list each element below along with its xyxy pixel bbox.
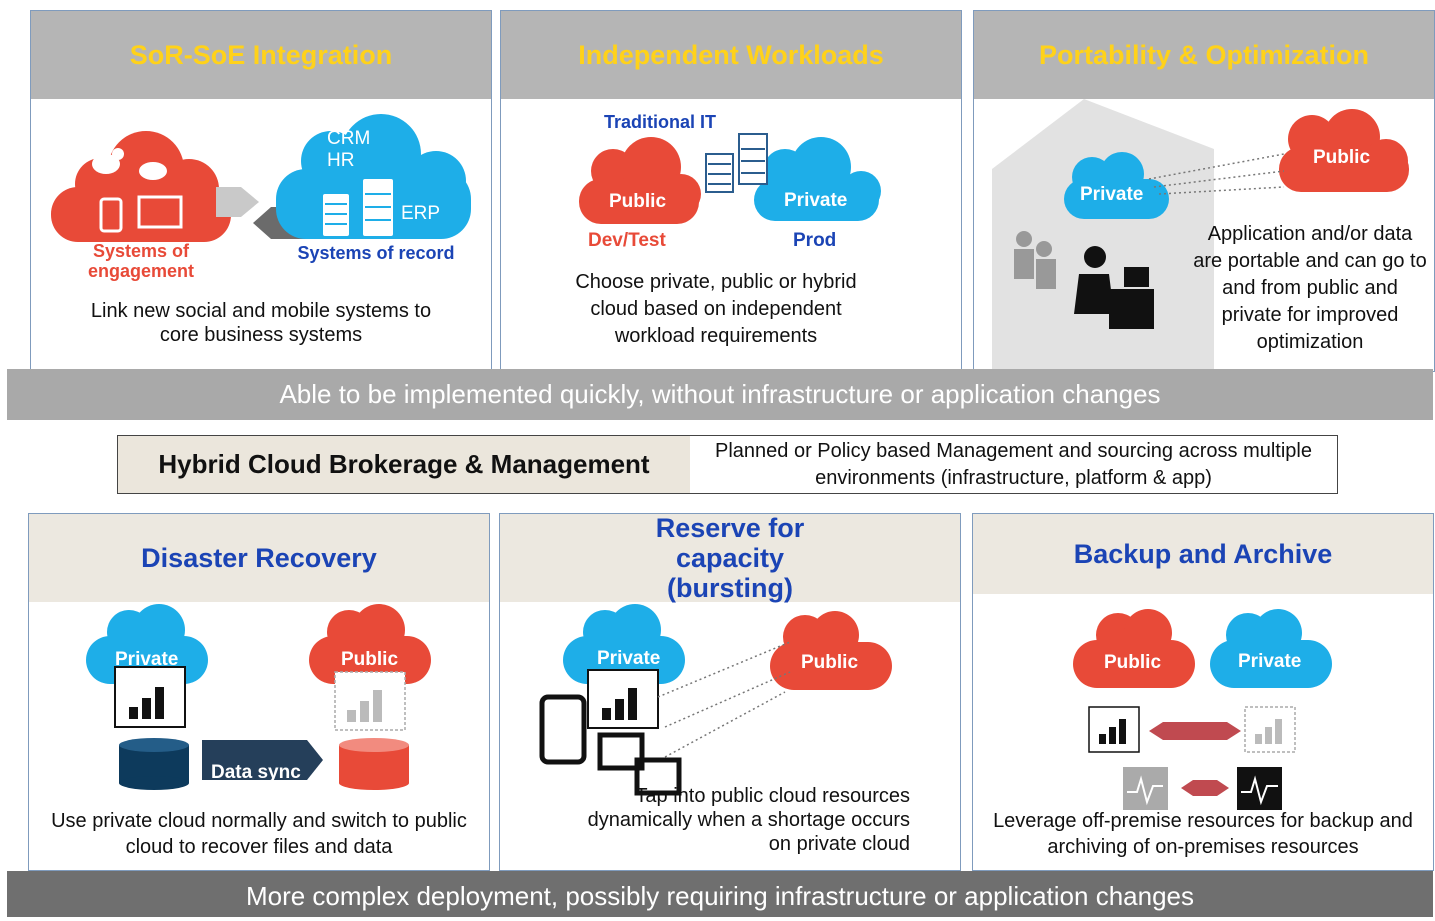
private-label: Private bbox=[1238, 651, 1302, 672]
arrow-double-icon bbox=[1149, 722, 1241, 740]
monitor-icon bbox=[597, 732, 682, 796]
arrow-right-icon bbox=[216, 187, 259, 217]
person-desk-icon bbox=[1074, 246, 1154, 329]
monitor-icon bbox=[1237, 767, 1282, 810]
traditional-it-label: Traditional IT bbox=[604, 112, 717, 132]
panel-description: Leverage off-premise resources for backu… bbox=[993, 810, 1413, 858]
monitor-faded-icon bbox=[1123, 767, 1168, 810]
workloads-illustration bbox=[579, 133, 881, 224]
private-cloud-icon bbox=[1210, 609, 1332, 688]
bird-icon bbox=[92, 148, 124, 174]
panel-body: Private Public Data sync Use private clo… bbox=[29, 602, 489, 870]
private-label: Private bbox=[784, 190, 848, 211]
private-cloud-icon bbox=[1064, 152, 1169, 219]
panel-title: Independent Workloads bbox=[501, 11, 961, 99]
panel-description: Application and/or data are portable and… bbox=[1193, 223, 1427, 353]
sync-arrow-icon bbox=[202, 740, 323, 780]
broker-description: Planned or Policy based Management and s… bbox=[714, 440, 1312, 489]
panel-body: Traditional IT Public Private Dev/Test P… bbox=[501, 99, 961, 371]
dr-illustration bbox=[86, 604, 431, 790]
panel-disaster-recovery: Disaster Recovery Private Public Data sy… bbox=[28, 513, 490, 871]
panel-title: SoR-SoE Integration bbox=[31, 11, 491, 99]
banner-top: Able to be implemented quickly, without … bbox=[7, 369, 1433, 420]
erp-label: ERP bbox=[401, 203, 441, 224]
private-cloud-icon bbox=[754, 137, 881, 221]
bursting-illustration bbox=[539, 604, 892, 796]
database-public-icon bbox=[339, 738, 409, 790]
soe-cloud-icon bbox=[51, 131, 231, 242]
chart-faded-icon bbox=[1244, 706, 1296, 753]
panel-body: CRM HR ERP Systems of engagement Systems… bbox=[31, 99, 491, 371]
banner-bottom: More complex deployment, possibly requir… bbox=[7, 871, 1433, 917]
private-label: Private bbox=[1080, 184, 1144, 205]
public-cloud-icon bbox=[579, 137, 701, 224]
sor-label: Systems of record bbox=[297, 243, 455, 263]
panel-backup-archive: Backup and Archive Public Private Levera… bbox=[972, 513, 1434, 871]
panel-sor-soe: SoR-SoE Integration CR bbox=[30, 10, 492, 372]
portability-illustration bbox=[992, 99, 1409, 371]
database-private-icon bbox=[119, 738, 189, 790]
backup-illustration bbox=[1073, 609, 1332, 810]
building-icon bbox=[992, 99, 1214, 371]
panel-title: Portability & Optimization bbox=[974, 11, 1434, 99]
broker-title: Hybrid Cloud Brokerage & Management bbox=[118, 436, 690, 493]
public-label: Public bbox=[1104, 652, 1162, 673]
chart-faded-icon bbox=[334, 671, 406, 731]
panel-title: Backup and Archive bbox=[973, 514, 1433, 594]
public-cloud-icon bbox=[1279, 109, 1409, 192]
panel-description: Choose private, public or hybrid cloud b… bbox=[575, 271, 857, 347]
public-label: Public bbox=[609, 191, 667, 212]
arrow-double-small-icon bbox=[1181, 780, 1229, 796]
phone-icon bbox=[99, 197, 123, 233]
sync-label: Data sync bbox=[211, 762, 301, 783]
hr-label: HR bbox=[327, 150, 355, 171]
panel-title: Reserve for capacity (bursting) bbox=[500, 514, 960, 603]
tablet-icon bbox=[539, 694, 587, 765]
people-icon bbox=[1014, 231, 1056, 289]
laptop-icon bbox=[137, 195, 183, 229]
devtest-label: Dev/Test bbox=[588, 230, 666, 251]
private-label: Private bbox=[597, 648, 661, 669]
panel-portability: Portability & Optimization bbox=[973, 10, 1435, 372]
panel-body: Private Public Tap into public cloud res… bbox=[500, 602, 960, 870]
panel-body: Public Private Leverage off-premise reso… bbox=[973, 602, 1433, 870]
public-cloud-icon bbox=[1073, 609, 1195, 688]
public-label: Public bbox=[801, 652, 859, 673]
public-cloud-icon bbox=[770, 611, 892, 690]
crm-label: CRM bbox=[327, 128, 371, 149]
broker-box: Hybrid Cloud Brokerage & Management Plan… bbox=[117, 435, 1338, 494]
private-label: Private bbox=[115, 649, 179, 670]
public-label: Public bbox=[1313, 147, 1371, 168]
panel-description: Tap into public cloud resources dynamica… bbox=[587, 785, 910, 855]
panel-description: Use private cloud normally and switch to… bbox=[51, 810, 467, 858]
chat-icon bbox=[139, 162, 167, 180]
panel-bursting: Reserve for capacity (bursting) Private … bbox=[499, 513, 961, 871]
panel-title: Disaster Recovery bbox=[29, 514, 489, 602]
soe-label: Systems of engagement bbox=[87, 241, 195, 281]
panel-description: Link new social and mobile systems to co… bbox=[90, 300, 432, 346]
prod-label: Prod bbox=[793, 230, 837, 251]
public-label: Public bbox=[341, 649, 399, 670]
sor-soe-illustration bbox=[51, 114, 471, 242]
panel-body: Private Public Application and/or data a… bbox=[974, 99, 1434, 371]
panel-independent-workloads: Independent Workloads Traditional IT Pub… bbox=[500, 10, 962, 372]
